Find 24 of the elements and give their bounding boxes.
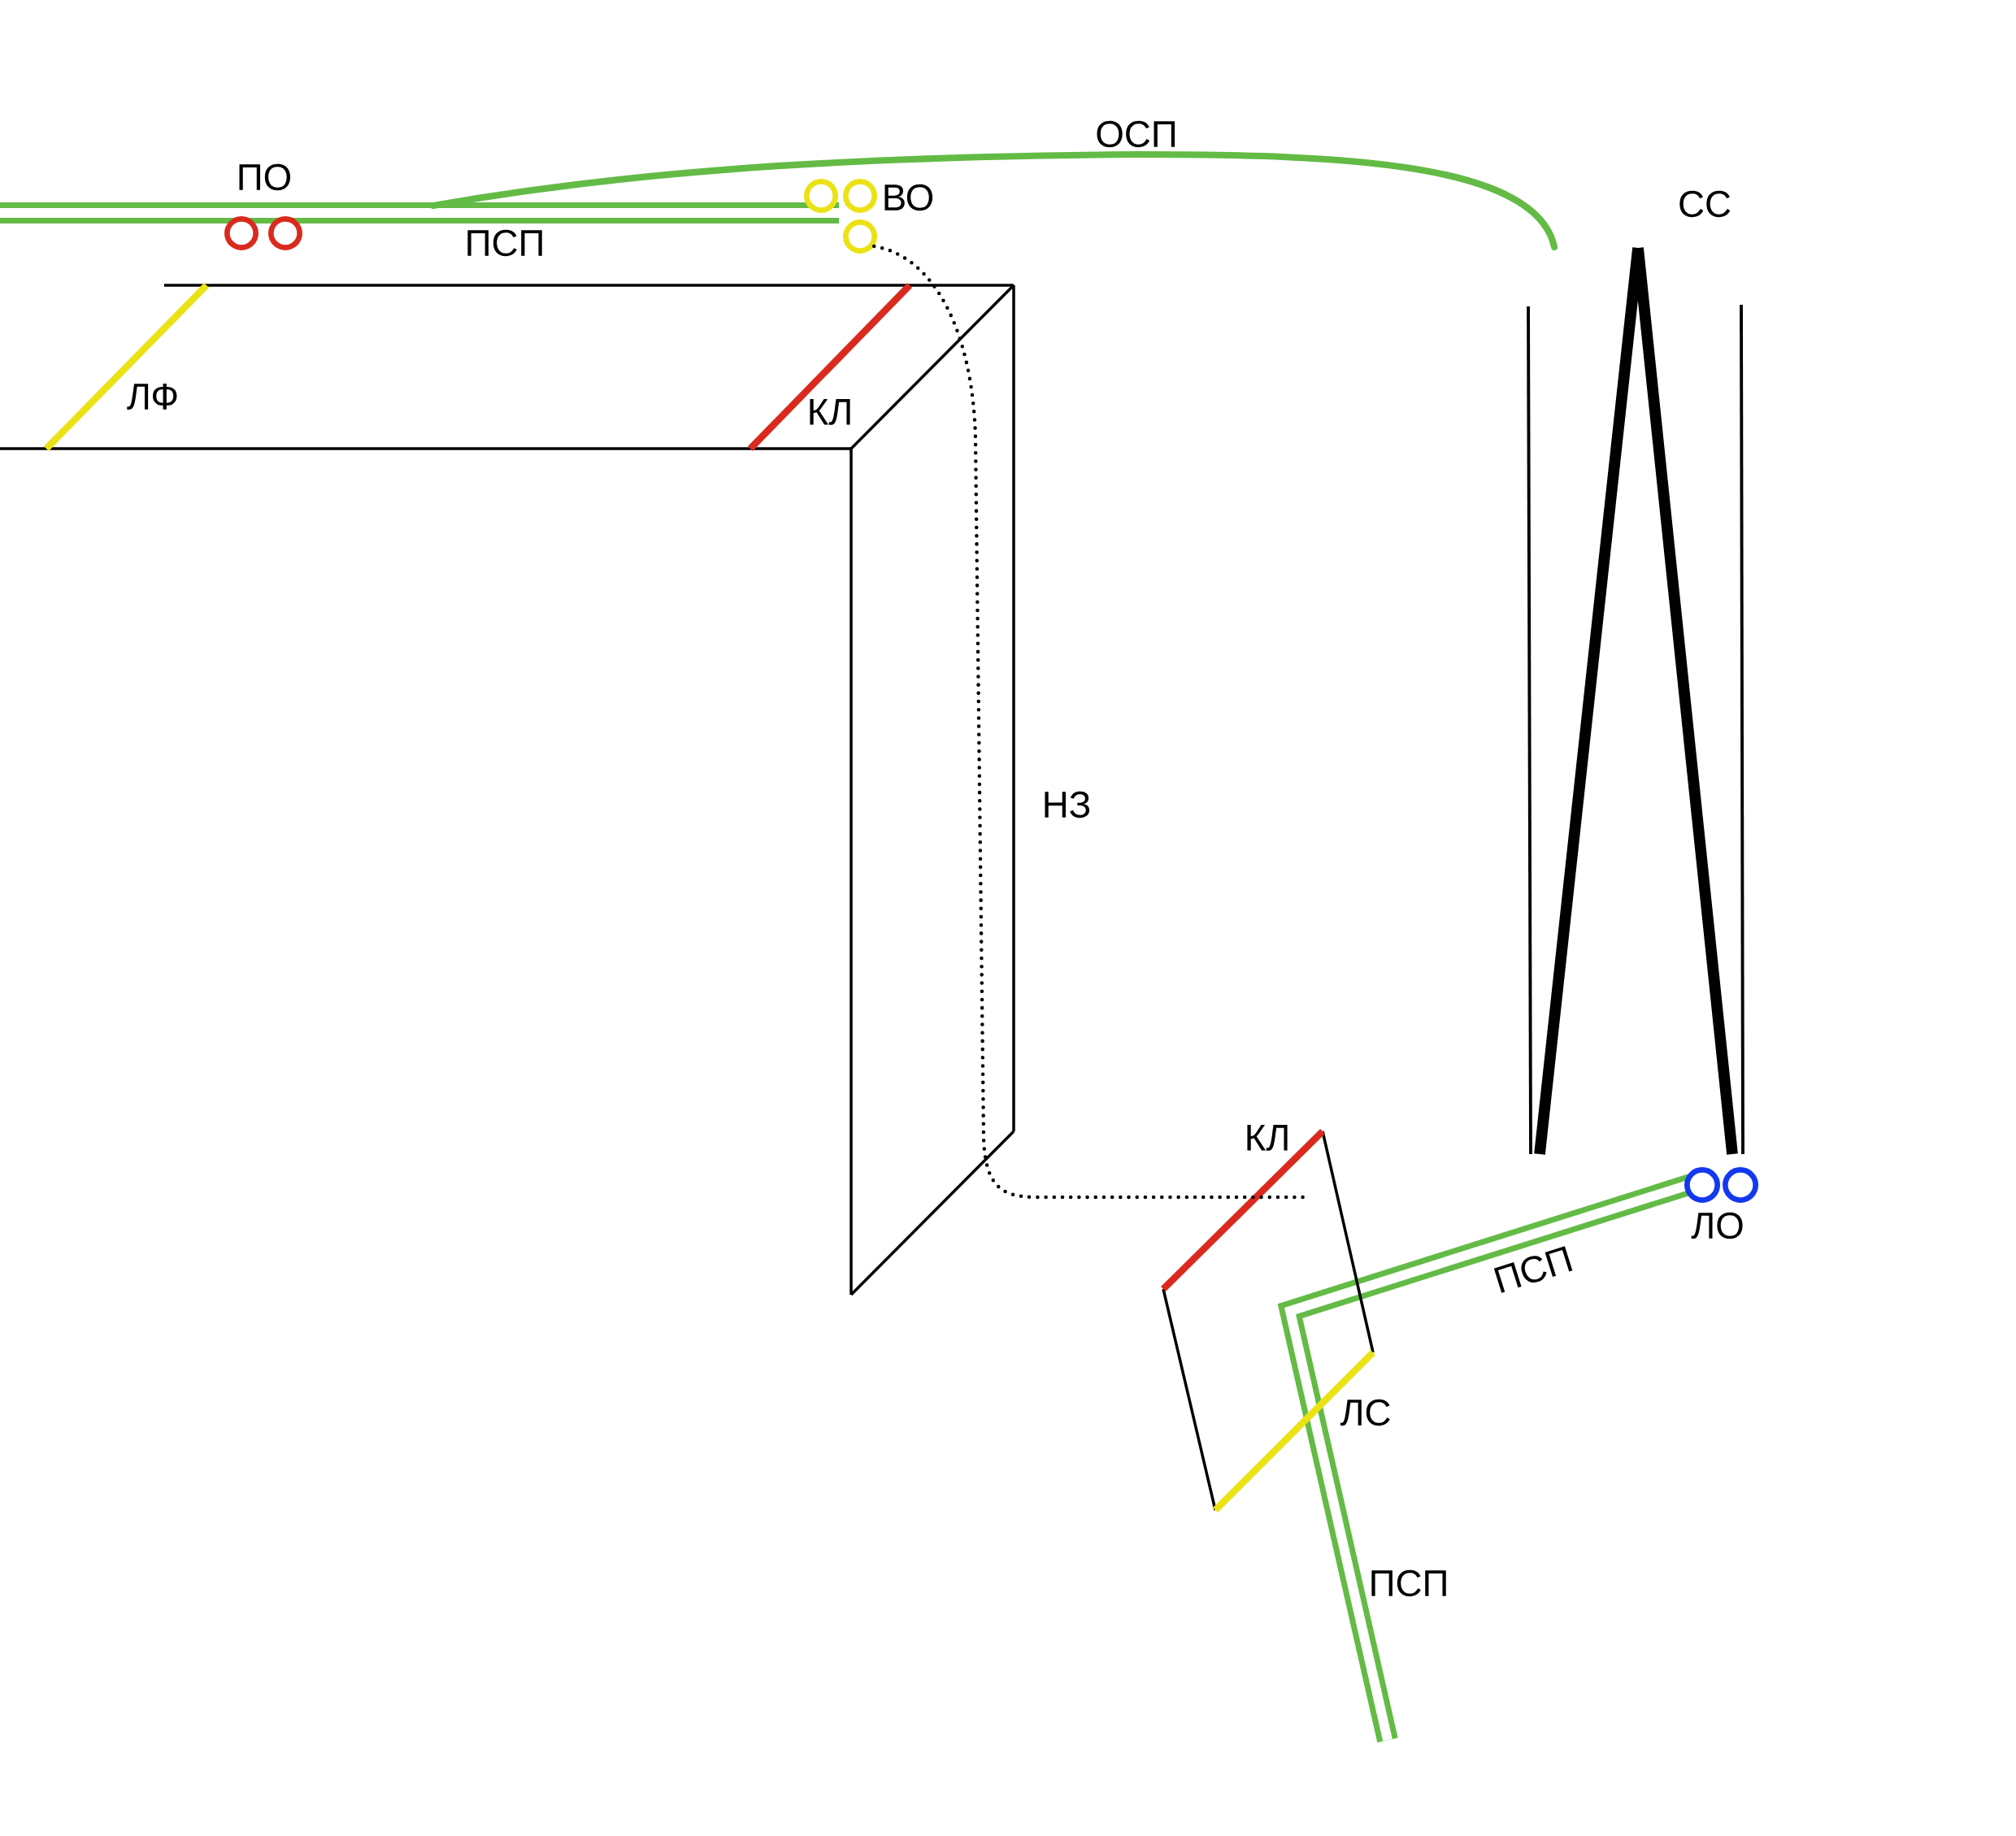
label: ПСП	[1493, 1246, 1573, 1293]
ring-marker	[804, 179, 838, 213]
ring-marker	[268, 216, 302, 250]
label: СС	[1679, 190, 1731, 218]
cable-line	[0, 202, 839, 224]
ring-marker	[843, 219, 877, 254]
label: ЛС	[1340, 1399, 1390, 1426]
mast-drawing	[1527, 247, 1744, 1155]
ring-marker	[843, 179, 877, 213]
dotted-line	[871, 244, 1306, 1200]
ring-marker	[224, 216, 259, 250]
ring-marker	[1723, 1167, 1758, 1203]
label: ПО	[239, 163, 290, 191]
label: ПСП	[467, 229, 542, 257]
label: ПСП	[1371, 1569, 1446, 1597]
label: НЗ	[1045, 791, 1090, 818]
label: КЛ	[810, 399, 850, 425]
cable-curve	[429, 150, 1558, 251]
label: ЛО	[1691, 1212, 1743, 1239]
label: ВО	[884, 184, 933, 211]
edge-label: ОСП	[1097, 120, 1175, 148]
label: КЛ	[1247, 1125, 1288, 1151]
label: ЛФ	[127, 384, 177, 410]
ring-marker	[1684, 1167, 1720, 1203]
